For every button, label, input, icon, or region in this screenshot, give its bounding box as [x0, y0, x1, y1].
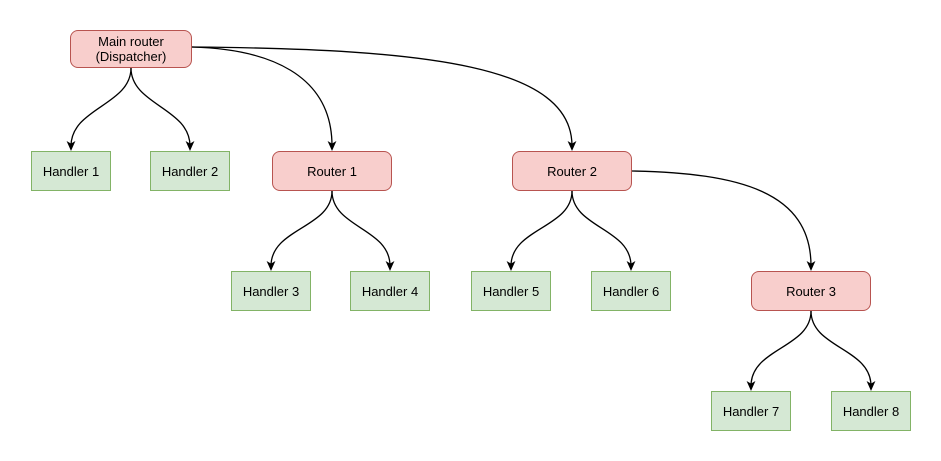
edge-router-1-to-handler-4 — [331, 190, 395, 271]
node-label-handler-5: Handler 5 — [482, 283, 540, 299]
node-label-handler-6: Handler 6 — [602, 283, 660, 299]
edge-main-to-router-2 — [191, 46, 577, 151]
edge-router-3-to-handler-8 — [810, 310, 876, 391]
node-label-router-1: Router 1 — [307, 163, 357, 179]
edge-main-to-handler-1 — [66, 67, 132, 151]
node-label-handler-4: Handler 4 — [361, 283, 419, 299]
edge-router-1-to-handler-3 — [266, 190, 333, 271]
node-handler-6[interactable]: Handler 6 — [591, 271, 671, 311]
node-label-handler-1: Handler 1 — [42, 163, 100, 179]
edge-main-to-router-1 — [191, 46, 337, 151]
node-label-router-3: Router 3 — [786, 283, 836, 299]
node-label-router-2: Router 2 — [547, 163, 597, 179]
node-handler-4[interactable]: Handler 4 — [350, 271, 430, 311]
node-handler-3[interactable]: Handler 3 — [231, 271, 311, 311]
node-router-1[interactable]: Router 1 — [272, 151, 392, 191]
node-label-handler-7: Handler 7 — [722, 403, 780, 419]
edge-router-3-to-handler-7 — [746, 310, 812, 391]
edge-router-2-to-router-3 — [631, 170, 816, 271]
node-main-router[interactable]: Main router (Dispatcher) — [70, 30, 192, 68]
node-handler-7[interactable]: Handler 7 — [711, 391, 791, 431]
edge-main-to-handler-2 — [130, 67, 195, 151]
edge-router-2-to-handler-5 — [506, 190, 573, 271]
node-label-handler-2: Handler 2 — [161, 163, 219, 179]
node-router-2[interactable]: Router 2 — [512, 151, 632, 191]
node-handler-5[interactable]: Handler 5 — [471, 271, 551, 311]
edge-router-2-to-handler-6 — [571, 190, 636, 271]
node-label-handler-8: Handler 8 — [842, 403, 900, 419]
node-handler-8[interactable]: Handler 8 — [831, 391, 911, 431]
node-label-handler-3: Handler 3 — [242, 283, 300, 299]
node-handler-1[interactable]: Handler 1 — [31, 151, 111, 191]
edge-group — [66, 46, 876, 391]
node-router-3[interactable]: Router 3 — [751, 271, 871, 311]
node-handler-2[interactable]: Handler 2 — [150, 151, 230, 191]
node-label-main-router: Main router (Dispatcher) — [95, 34, 167, 64]
